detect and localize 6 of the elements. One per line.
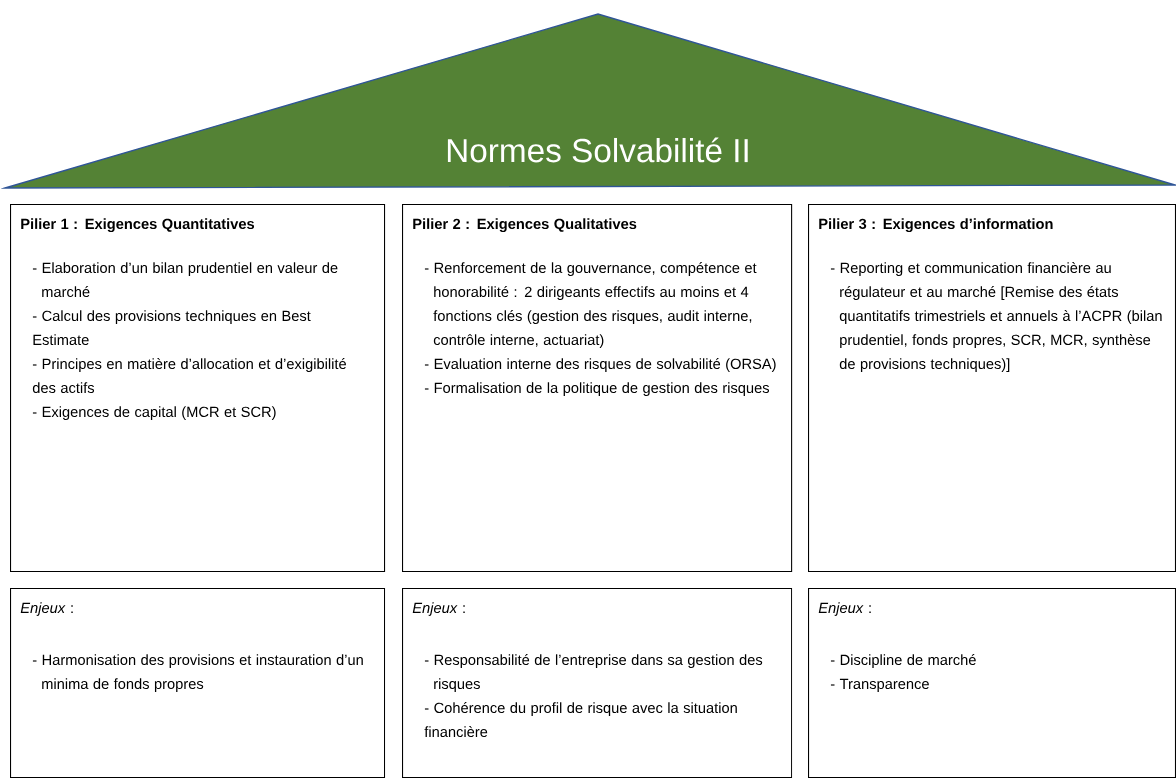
text-box: Enjeux : - Discipline de marché - Transparence [808,588,1176,778]
text-box: Enjeux : - Harmonisation des provisions et instauration d’un minima de fonds propres [10,588,386,778]
text-box: Pilier 2 : Exigences Qualitatives - Renforcement de la gouvernance, compétence et honorabilité : 2 dirigeants effectifs au moins et 4 fonctions clés (gestion des risques, audit interne, contrôle interne, actuariat) - Evaluation interne des risques de solvabilité (ORSA) - Formalisation de la politique de gestion des risques [402,204,793,572]
text-box: Pilier 3 : Exigences d’information - Reporting et communication financière au régulateur et au marché [Remise des états quantitatifs trimestriels et annuels à l’ACPR (bilan prudentiel, fonds propres, SCR, MCR, synthèse de provisions techniques)] [808,204,1176,572]
text-box: Pilier 1 : Exigences Quantitatives - Elaboration d’un bilan prudentiel en valeur de marché - Calcul des provisions techniques en Best Estimate - Principes en matière d’allocation et d’exigibilité des actifs - Exigences de capital (MCR et SCR) [10,204,386,572]
text-box: Enjeux : - Responsabilité de l’entreprise dans sa gestion des risques - Cohérence du profil de risque avec la situation financière [402,588,793,778]
